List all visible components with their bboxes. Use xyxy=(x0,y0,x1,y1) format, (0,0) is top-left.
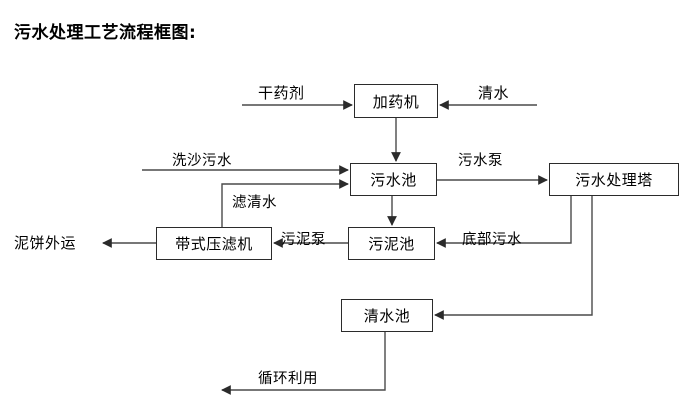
edge-label-filtered-water: 滤清水 xyxy=(232,195,277,211)
input-label-dry-agent: 干药剂 xyxy=(258,84,305,102)
input-label-clear-water: 清水 xyxy=(478,84,510,102)
node-sewage-pool[interactable]: 污水池 xyxy=(350,163,437,196)
node-sewage-treatment-tower-label: 污水处理塔 xyxy=(575,171,653,189)
edge-clean-to-recycle xyxy=(221,332,386,395)
edge-label-sludge-pump: 污泥泵 xyxy=(281,232,326,248)
page-title: 污水处理工艺流程框图: xyxy=(14,23,197,43)
node-belt-filter-press-label: 带式压滤机 xyxy=(175,235,253,253)
node-belt-filter-press[interactable]: 带式压滤机 xyxy=(156,227,272,260)
edge-tower-to-sludge xyxy=(436,196,572,248)
edge-label-sewage-pump: 污水泵 xyxy=(458,153,503,169)
node-clean-water-pool[interactable]: 清水池 xyxy=(341,299,433,332)
output-label-mud-cake-transport: 泥饼外运 xyxy=(14,234,77,252)
node-sludge-pool-label: 污泥池 xyxy=(368,235,415,253)
node-sewage-treatment-tower[interactable]: 污水处理塔 xyxy=(549,163,679,196)
node-dosing-machine-label: 加药机 xyxy=(372,92,420,111)
edge-label-recycle-use: 循环利用 xyxy=(258,371,318,387)
edge-press-to-sewage xyxy=(221,179,349,227)
node-sludge-pool[interactable]: 污泥池 xyxy=(348,227,435,260)
edge-label-wash-sand-sewage: 洗沙污水 xyxy=(172,153,232,169)
node-dosing-machine[interactable]: 加药机 xyxy=(354,84,438,118)
edge-label-bottom-sewage: 底部污水 xyxy=(462,232,522,248)
node-sewage-pool-label: 污水池 xyxy=(370,171,417,189)
edge-tower-to-clean xyxy=(434,196,593,320)
node-clean-water-pool-label: 清水池 xyxy=(363,307,411,325)
